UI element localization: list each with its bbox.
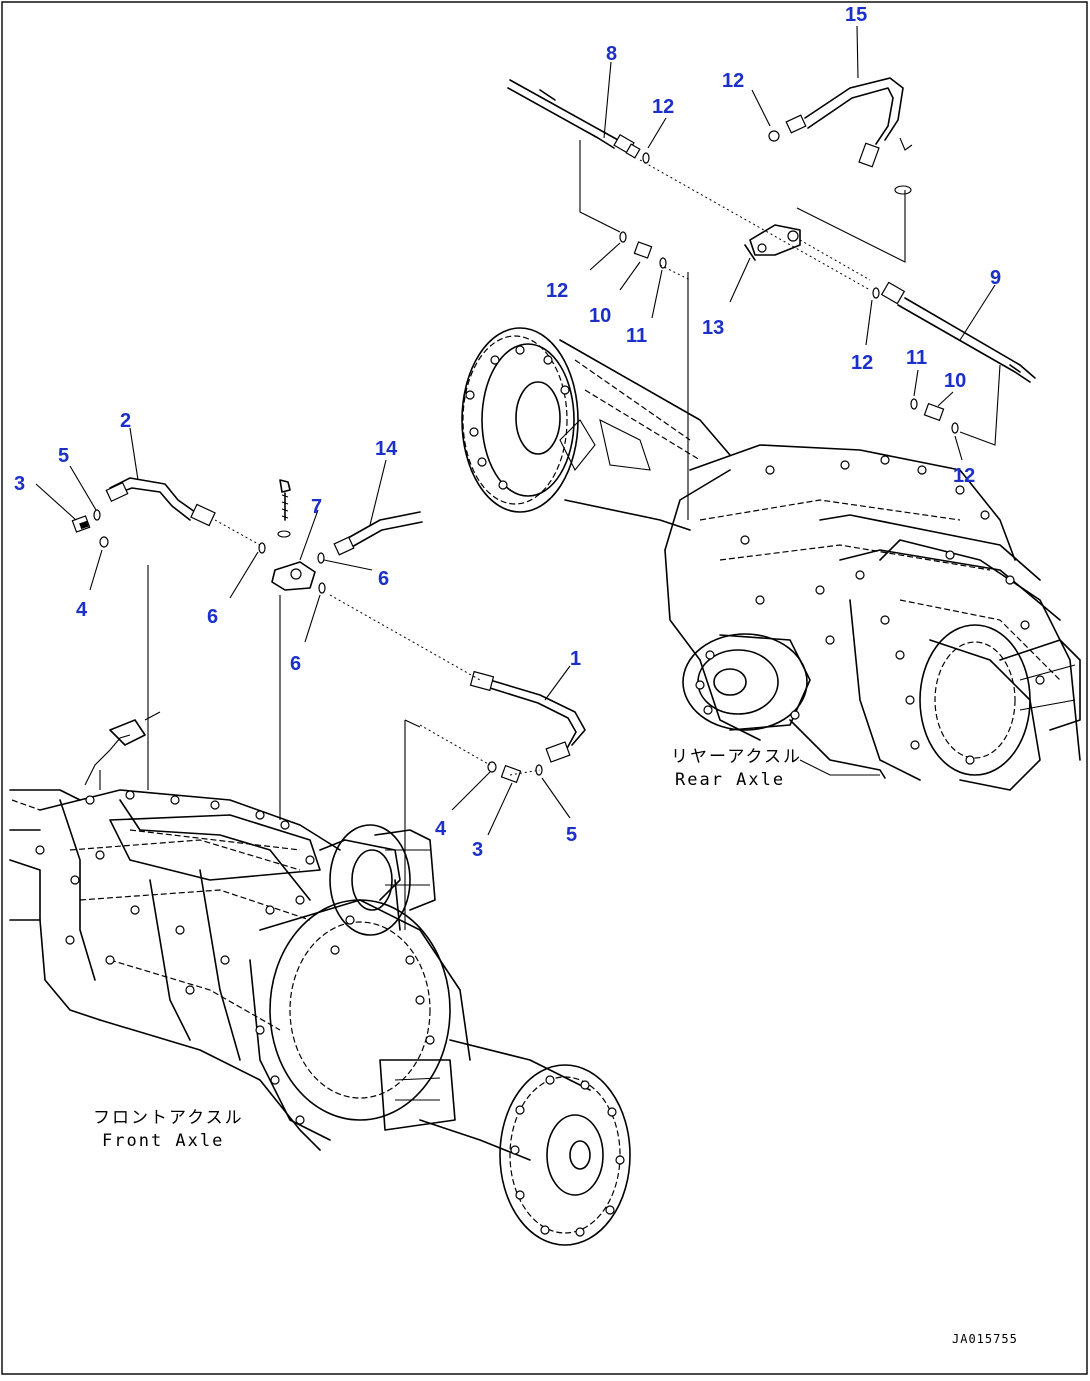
front-axle-label-en: Front Axle (102, 1131, 224, 1151)
callout-4-left: 4 (76, 599, 88, 621)
callout-4-right: 4 (435, 818, 447, 840)
callout-12-a: 12 (652, 96, 674, 118)
callout-10-b: 10 (944, 370, 966, 392)
callout-13: 13 (702, 317, 724, 339)
callout-2: 2 (120, 410, 131, 432)
callout-3-left: 3 (14, 473, 25, 495)
part-2-pipe (105, 477, 216, 527)
callout-12-b: 12 (722, 70, 744, 92)
callout-11-b: 11 (906, 347, 927, 369)
callout-5-left: 5 (58, 445, 69, 467)
callout-12-d: 12 (851, 352, 873, 374)
callout-7: 7 (311, 496, 322, 518)
callout-3-right: 3 (472, 839, 483, 861)
front-axle-drawing (9, 711, 631, 1246)
rear-fittings (619, 130, 959, 434)
axle-labels: リヤーアクスル Rear Axle フロントアクスル Front Axle (93, 747, 802, 1151)
callout-12-e: 12 (953, 465, 975, 487)
callout-15: 15 (845, 4, 867, 26)
callout-leaders (35, 25, 996, 836)
callout-numbers: 1 2 3 3 4 4 5 5 6 6 6 7 8 9 10 10 11 11 … (14, 4, 1001, 861)
part-7-tee (271, 479, 316, 591)
drawing-code: JA015755 (952, 1332, 1018, 1346)
assembly-lines (147, 140, 1001, 930)
callout-5-right: 5 (566, 824, 577, 846)
callout-6-c: 6 (290, 653, 301, 675)
callout-9: 9 (990, 267, 1001, 289)
callout-6-a: 6 (207, 606, 218, 628)
part-1-pipe (469, 670, 586, 763)
part-8-pipe (507, 79, 641, 159)
callout-6-b: 6 (378, 568, 389, 590)
callout-14: 14 (375, 438, 398, 460)
front-fittings (71, 509, 543, 784)
callout-8: 8 (606, 43, 617, 65)
front-axle-label-jp: フロントアクスル (93, 1108, 244, 1128)
callout-1: 1 (570, 648, 581, 670)
part-13-tee (744, 224, 801, 261)
rear-axle-drawing (461, 327, 1081, 791)
callout-11-a: 11 (626, 325, 647, 347)
callout-12-c: 12 (546, 280, 568, 302)
rear-axle-label-en: Rear Axle (675, 770, 785, 790)
rear-axle-label-jp: リヤーアクスル (671, 747, 802, 767)
callout-10-a: 10 (589, 305, 611, 327)
part-9-pipe (880, 281, 1036, 383)
part-15-hose (785, 77, 913, 195)
part-14-hose (333, 511, 423, 556)
